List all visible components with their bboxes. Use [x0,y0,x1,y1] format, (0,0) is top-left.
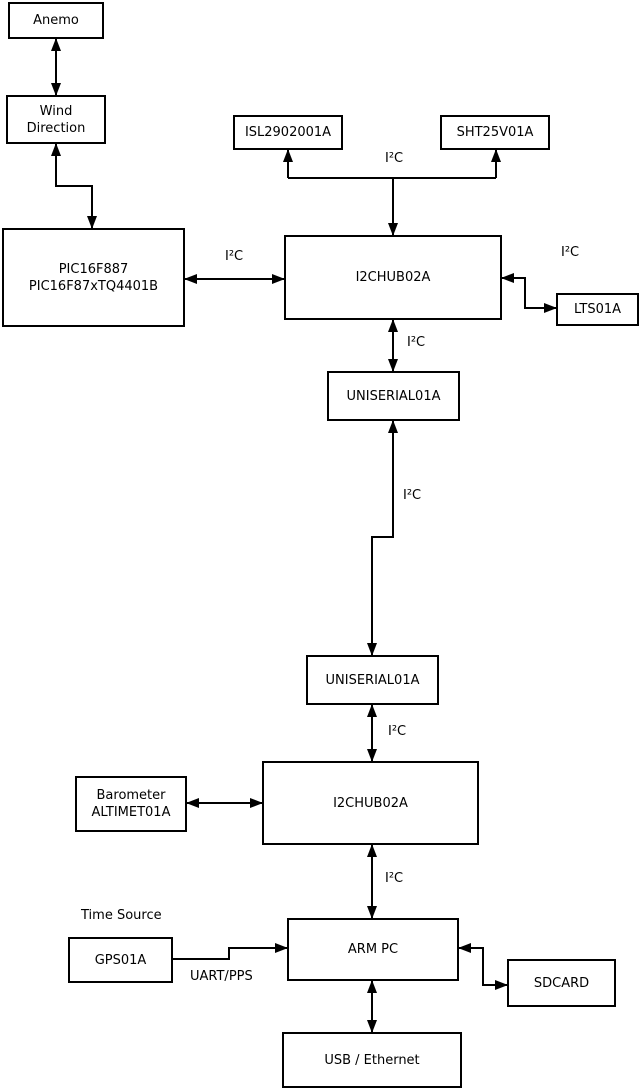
node-isl2902001a: ISL2902001A [233,115,343,150]
edge-label-i2c-pic-hub: I²C [225,249,244,264]
node-sht25v01a-label: SHT25V01A [456,125,534,140]
node-usb-ethernet: USB / Ethernet [282,1032,462,1088]
node-i2chub02a-top-label: I2CHUB02A [355,270,431,285]
node-anemo: Anemo [8,2,104,39]
node-wind-direction-label-line1: Wind [39,103,73,119]
edge-label-i2c-hub1-uniserial1: I²C [407,335,426,350]
node-sdcard: SDCARD [507,959,616,1007]
edge-label-i2c-long-link: I²C [403,488,422,503]
edge-armpc-sdcard [458,943,508,990]
node-i2chub02a-bottom: I2CHUB02A [262,761,479,845]
node-sht25v01a: SHT25V01A [440,115,550,150]
node-barometer-altimet01a: Barometer ALTIMET01A [75,776,187,832]
node-pic16f887-label-line2: PIC16F87xTQ4401B [28,278,159,294]
node-usb-ethernet-label: USB / Ethernet [324,1052,420,1068]
edge-hub1-lts [501,273,557,313]
node-isl2902001a-label: ISL2902001A [244,125,332,140]
node-i2chub02a-bottom-label: I2CHUB02A [333,795,408,811]
node-pic16f887-label-line1: PIC16F887 [58,261,129,277]
edge-label-uart-pps: UART/PPS [190,969,253,984]
edge-uniserial1-uniserial2 [367,420,398,656]
edge-label-time-source: Time Source [81,908,162,923]
edge-label-i2c-lts: I²C [561,245,580,260]
node-barometer-label-line1: Barometer [96,788,166,803]
node-anemo-label: Anemo [33,13,79,28]
edge-label-i2c-uniserial2-hub2: I²C [388,724,407,739]
edge-label-i2c-sensor-bus: I²C [385,151,404,166]
edge-label-i2c-hub2-armpc: I²C [385,871,404,886]
node-barometer-label-line2: ALTIMET01A [91,805,171,820]
node-uniserial01a-top: UNISERIAL01A [327,371,460,421]
node-pic16f887: PIC16F887 PIC16F87xTQ4401B [2,228,185,327]
node-arm-pc: ARM PC [287,918,459,981]
node-uniserial01a-bottom-label: UNISERIAL01A [325,672,420,688]
node-uniserial01a-top-label: UNISERIAL01A [346,388,441,404]
node-gps01a-label: GPS01A [94,952,147,968]
node-arm-pc-label: ARM PC [347,942,399,957]
node-gps01a: GPS01A [68,937,173,983]
node-i2chub02a-top: I2CHUB02A [284,235,502,320]
node-sdcard-label: SDCARD [533,975,590,991]
edge-gps-armpc [173,943,288,960]
node-wind-direction: Wind Direction [6,95,106,144]
node-uniserial01a-bottom: UNISERIAL01A [306,655,439,705]
node-lts01a: LTS01A [556,293,639,326]
edge-wind-pic [51,143,97,229]
node-lts01a-label: LTS01A [573,302,622,317]
node-wind-direction-label-line2: Direction [26,120,86,136]
